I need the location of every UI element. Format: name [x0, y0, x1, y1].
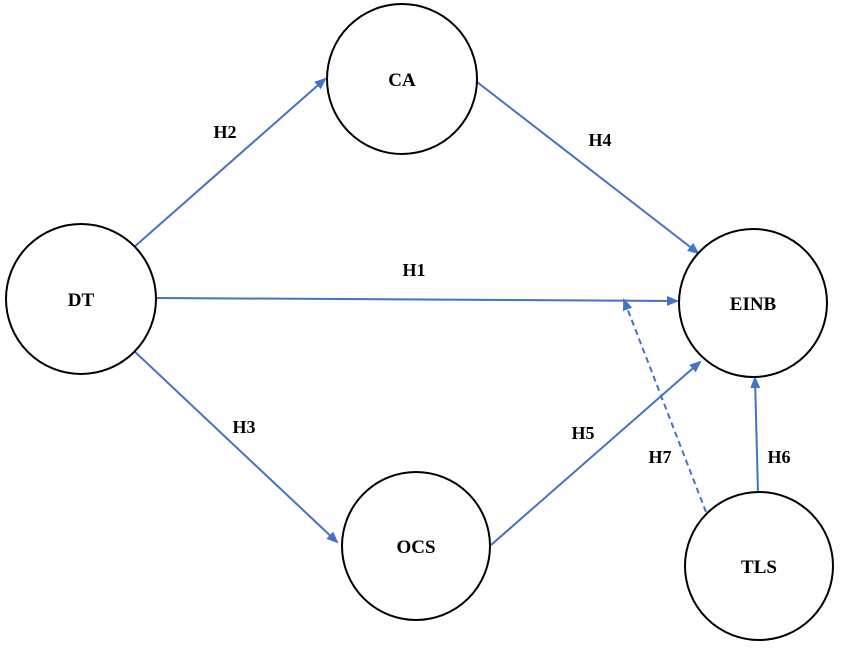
node-tls-label: TLS [741, 557, 777, 578]
edge-label-h7: H7 [648, 447, 671, 467]
node-ocs: OCS [341, 471, 491, 621]
edge-h6 [750, 376, 761, 494]
edge-h7 [622, 298, 707, 513]
edge-h2 [132, 77, 327, 249]
edge-label-h6: H6 [767, 447, 790, 467]
node-dt: DT [5, 223, 157, 375]
node-ca: CA [326, 3, 478, 155]
edge-h4 [476, 81, 700, 255]
node-ca-label: CA [388, 70, 416, 91]
edge-label-h2: H2 [213, 122, 236, 142]
edge-h1 [156, 295, 679, 306]
edge-label-h3: H3 [232, 417, 255, 437]
node-einb-label: EINB [730, 294, 777, 315]
node-ocs-label: OCS [396, 537, 435, 558]
node-einb: EINB [678, 228, 828, 378]
edge-label-h5: H5 [571, 423, 594, 443]
edge-h3 [132, 349, 339, 544]
edge-label-h4: H4 [588, 130, 611, 150]
node-tls: TLS [684, 491, 834, 641]
edge-label-h1: H1 [402, 260, 425, 280]
edge-h5 [490, 360, 702, 546]
node-dt-label: DT [68, 290, 95, 311]
